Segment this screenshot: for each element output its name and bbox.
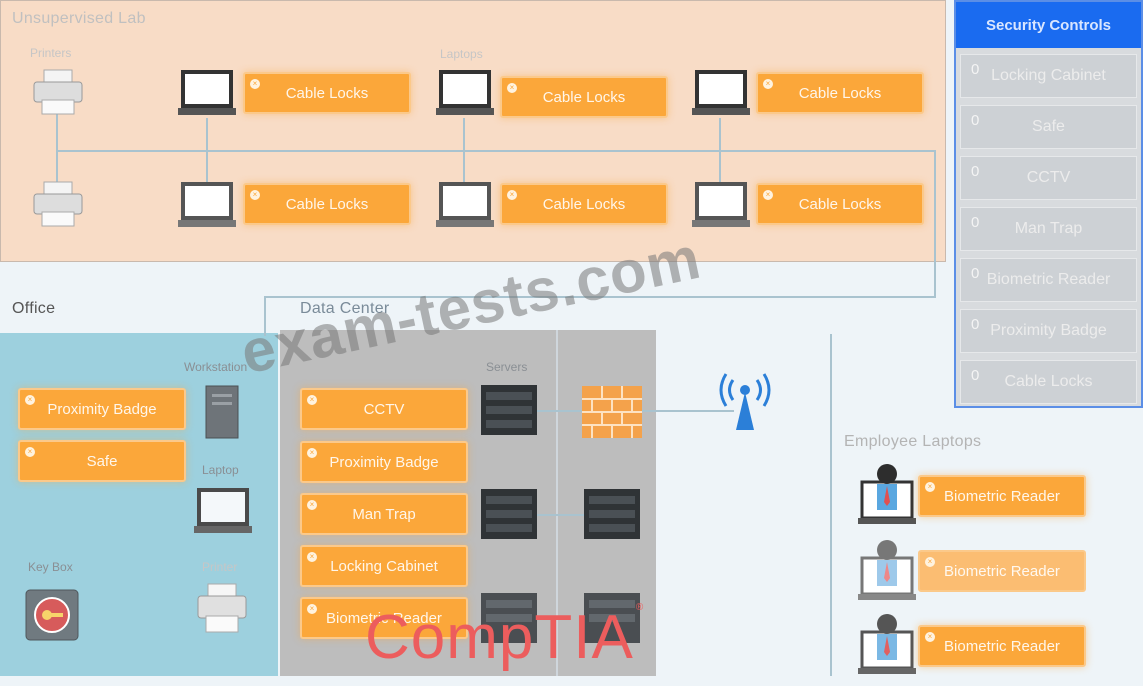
dc-chip-biometric-reader[interactable]: ×Biometric Reader (300, 597, 468, 639)
dc-chip-man-trap[interactable]: ×Man Trap (300, 493, 468, 535)
server-icon (481, 385, 537, 435)
control-count: 0 (971, 316, 980, 333)
control-count: 0 (971, 61, 980, 78)
server-icon (481, 489, 537, 539)
laptop-link-line (719, 118, 721, 184)
label-printers: Printers (30, 46, 72, 60)
zone-title-lab: Unsupervised Lab (12, 10, 146, 27)
dc-network-line (264, 296, 266, 336)
lab-chip-cable-locks[interactable]: ×Cable Locks (500, 183, 668, 225)
dc-chip-cctv[interactable]: ×CCTV (300, 388, 468, 430)
control-count: 0 (971, 214, 980, 231)
remove-icon[interactable]: × (925, 632, 935, 642)
remove-icon[interactable]: × (763, 190, 773, 200)
laptop-icon (178, 70, 236, 115)
server-link-line (534, 514, 584, 516)
laptop-link-line (463, 118, 465, 184)
security-controls-header: Security Controls (956, 2, 1141, 48)
zone-title-employee-laptops: Employee Laptops (844, 433, 982, 450)
lab-uplink-line (934, 150, 936, 296)
office-chip-proximity-badge[interactable]: ×Proximity Badge (18, 388, 186, 430)
laptop-icon (436, 182, 494, 227)
lab-chip-cable-locks[interactable]: ×Cable Locks (756, 183, 924, 225)
employee-chip-biometric-reader[interactable]: ×Biometric Reader (918, 625, 1086, 667)
employee-chip-biometric-reader[interactable]: ×Biometric Reader (918, 550, 1086, 592)
lab-chip-cable-locks[interactable]: ×Cable Locks (243, 72, 411, 114)
label-servers: Servers (486, 360, 528, 374)
employee-laptop-icon (858, 464, 916, 524)
firewall-icon (582, 386, 642, 438)
laptop-icon (436, 70, 494, 115)
office-chip-safe[interactable]: ×Safe (18, 440, 186, 482)
dc-chip-locking-cabinet[interactable]: ×Locking Cabinet (300, 545, 468, 587)
zone-title-office: Office (12, 300, 56, 317)
laptop-icon (194, 488, 252, 533)
remove-icon[interactable]: × (307, 395, 317, 405)
lab-network-line (56, 150, 936, 152)
remove-icon[interactable]: × (25, 395, 35, 405)
remove-icon[interactable]: × (925, 557, 935, 567)
comptia-logo: CompTIA® (365, 602, 645, 672)
remove-icon[interactable]: × (763, 79, 773, 89)
laptop-icon (692, 70, 750, 115)
workstation-icon (205, 385, 239, 439)
lab-chip-cable-locks[interactable]: ×Cable Locks (500, 76, 668, 118)
remove-icon[interactable]: × (250, 190, 260, 200)
remove-icon[interactable]: × (307, 552, 317, 562)
server-icon (584, 489, 640, 539)
server-icon (584, 593, 640, 643)
printer-icon (33, 181, 83, 227)
laptop-link-line (206, 118, 208, 184)
employee-zone-divider (830, 334, 832, 676)
key-box-icon (25, 589, 79, 641)
label-printer: Printer (202, 560, 238, 574)
remove-icon[interactable]: × (925, 482, 935, 492)
lab-chip-cable-locks[interactable]: ×Cable Locks (243, 183, 411, 225)
remove-icon[interactable]: × (250, 79, 260, 89)
laptop-icon (178, 182, 236, 227)
data-center-divider (556, 330, 558, 676)
label-workstation: Workstation (184, 360, 248, 374)
label-laptop: Laptop (202, 463, 239, 477)
control-count: 0 (971, 163, 980, 180)
remove-icon[interactable]: × (307, 448, 317, 458)
label-laptops: Laptops (440, 47, 483, 61)
dc-network-line (264, 296, 936, 298)
control-count: 0 (971, 112, 980, 129)
server-icon (481, 593, 537, 643)
zone-title-data-center: Data Center (300, 300, 390, 317)
dc-chip-proximity-badge[interactable]: ×Proximity Badge (300, 441, 468, 483)
remove-icon[interactable]: × (507, 190, 517, 200)
remove-icon[interactable]: × (507, 83, 517, 93)
control-count: 0 (971, 367, 980, 384)
employee-chip-biometric-reader[interactable]: ×Biometric Reader (918, 475, 1086, 517)
remove-icon[interactable]: × (307, 604, 317, 614)
wireless-access-point-icon (719, 373, 771, 430)
printer-icon (197, 583, 247, 633)
employee-laptop-icon (858, 540, 916, 600)
remove-icon[interactable]: × (307, 500, 317, 510)
control-count: 0 (971, 265, 980, 282)
laptop-icon (692, 182, 750, 227)
lab-chip-cable-locks[interactable]: ×Cable Locks (756, 72, 924, 114)
employee-laptop-icon (858, 614, 916, 674)
remove-icon[interactable]: × (25, 447, 35, 457)
label-key-box: Key Box (28, 560, 73, 574)
printer-icon (33, 69, 83, 115)
